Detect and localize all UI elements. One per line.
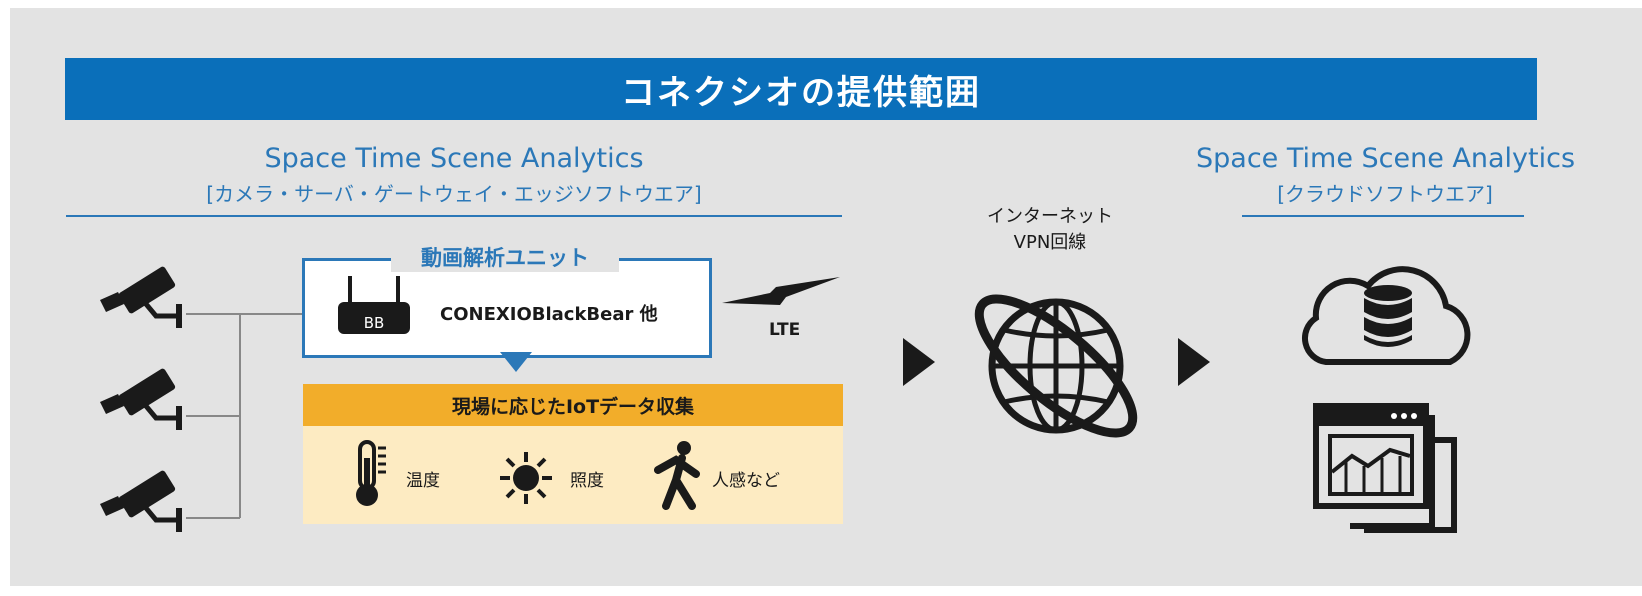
network-label-line1: インターネット [987,206,1113,227]
globe-icon [974,294,1138,438]
camera-group [100,266,304,532]
sun-icon [500,452,552,504]
router-label: BB [363,314,385,332]
right-section-title: Space Time Scene Analytics [1196,143,1576,174]
iot-header-text: 現場に応じたIoTデータ収集 [451,395,695,418]
network-label-line2: VPN回線 [1013,232,1087,253]
camera-icon [100,266,182,328]
database-icon [1364,285,1412,347]
sensor-label-temperature: 温度 [406,471,440,491]
dashboard-windows-icon [1313,403,1457,533]
left-section-subtitle: [カメラ・サーバ・ゲートウェイ・エッジソフトウエア] [206,182,702,206]
cloud-icon [1301,266,1471,365]
lte-bolt-icon [722,277,840,305]
pointer-triangle [500,352,532,372]
right-arrow-icon [903,338,935,386]
left-section-title: Space Time Scene Analytics [264,143,644,174]
sensor-label-illuminance: 照度 [570,471,604,491]
unit-product-name: CONEXIOBlackBear 他 [440,304,658,325]
right-arrow-icon [1178,338,1210,386]
right-section-subtitle: [クラウドソフトウエア] [1277,182,1493,206]
sensor-label-motion: 人感など [712,471,780,491]
network-label: インターネット VPN回線 [943,204,1157,256]
iot-sensor-panel [303,426,843,524]
diagram-canvas: コネクシオの提供範囲 Space Time Scene Analytics [カ… [10,8,1642,586]
router-icon [338,276,410,334]
camera-icon [100,368,182,430]
banner: コネクシオの提供範囲 [65,58,1537,120]
banner-title: コネクシオの提供範囲 [621,72,981,113]
iot-header: 現場に応じたIoTデータ収集 [303,384,843,426]
right-section-rule [1242,215,1524,217]
video-analysis-unit-title: 動画解析ユニット [391,242,619,272]
camera-wiring [186,313,304,519]
camera-icon [100,470,182,532]
lte-label: LTE [769,320,801,340]
person-walking-icon [654,441,700,510]
left-section-rule [66,215,842,217]
thermometer-icon [356,440,386,506]
